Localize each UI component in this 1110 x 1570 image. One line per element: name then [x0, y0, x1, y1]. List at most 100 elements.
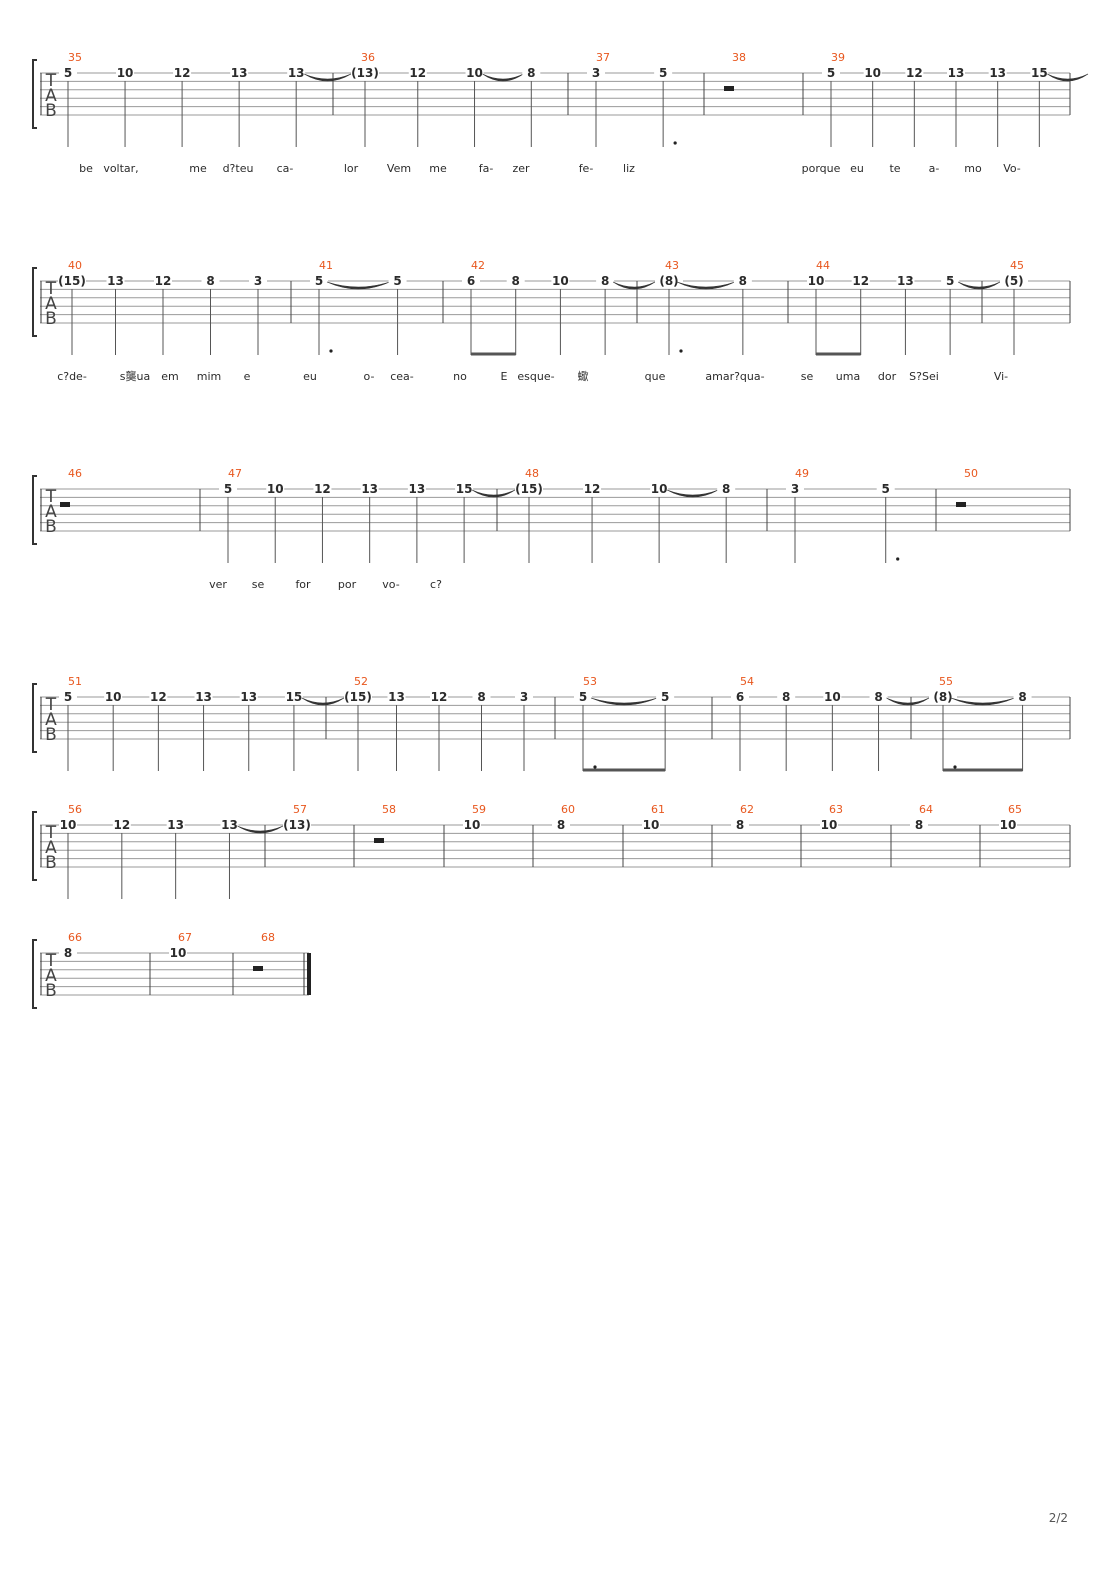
duration-dot [673, 141, 677, 145]
fret-backdrop [1030, 67, 1049, 78]
fret-backdrop [655, 275, 683, 286]
fret-backdrop [59, 947, 77, 958]
lyric-syllable: cea- [390, 370, 414, 383]
fret-number: 10 [464, 818, 481, 832]
fret-number: 5 [579, 690, 587, 704]
fret-backdrop [929, 691, 957, 702]
lyric-syllable: lor [344, 162, 359, 175]
fret-number: 5 [64, 690, 72, 704]
fret-number: 10 [60, 818, 77, 832]
measure-number: 35 [68, 51, 82, 64]
fret-number: 5 [882, 482, 890, 496]
fret-backdrop [650, 483, 669, 494]
fret-number: 8 [874, 690, 882, 704]
fret-number: 3 [520, 690, 528, 704]
fret-number: 10 [117, 66, 134, 80]
fret-backdrop [777, 691, 796, 702]
measure-number: 65 [1008, 803, 1022, 816]
tie-arc [326, 281, 390, 290]
measure-number: 53 [583, 675, 597, 688]
fret-backdrop [201, 275, 220, 286]
fret-number: 12 [155, 274, 172, 288]
fret-number: 13 [388, 690, 405, 704]
lyric-syllable: eu [303, 370, 317, 383]
fret-number: 8 [527, 66, 535, 80]
fret-number: 10 [864, 66, 881, 80]
fret-number: 8 [477, 690, 485, 704]
fret-backdrop [731, 819, 749, 830]
tab-clef-letter: B [45, 517, 57, 537]
fret-number: 3 [592, 66, 600, 80]
beam [816, 352, 861, 356]
lyric-syllable: uma [836, 370, 860, 383]
tab-clef-letter: B [45, 725, 57, 745]
fret-backdrop [731, 691, 749, 702]
fret-number: 13 [897, 274, 914, 288]
fret-number: 12 [906, 66, 923, 80]
lyric-syllable: no [453, 370, 467, 383]
fret-backdrop [310, 275, 328, 286]
tab-clef-letter: T [45, 695, 57, 715]
measure-number: 56 [68, 803, 82, 816]
tab-clef-letter: B [45, 101, 57, 121]
fret-number: 8 [512, 274, 520, 288]
lyric-syllable: me [429, 162, 447, 175]
tie-arc [1047, 73, 1089, 82]
lyric-syllable: e [244, 370, 251, 383]
lyric-syllable: te [889, 162, 900, 175]
fret-backdrop [360, 483, 379, 494]
lyric-syllable: mo [964, 162, 982, 175]
fret-backdrop [654, 67, 673, 78]
lyric-syllable: porque [802, 162, 841, 175]
tie-arc [950, 697, 1015, 706]
lyric-syllable: be [79, 162, 93, 175]
fret-backdrop [104, 691, 123, 702]
fret-backdrop [1013, 691, 1032, 702]
measure-number: 45 [1010, 259, 1024, 272]
fret-number: 13 [361, 482, 378, 496]
fret-backdrop [266, 483, 285, 494]
whole-rest [60, 502, 70, 507]
lyric-syllable: esque- [517, 370, 554, 383]
measure-number: 68 [261, 931, 275, 944]
fret-number: 13 [107, 274, 124, 288]
fret-number: 13 [240, 690, 257, 704]
tie-arc [301, 697, 345, 706]
fret-number: 13 [167, 818, 184, 832]
fret-backdrop [807, 275, 825, 286]
fret-backdrop [999, 819, 1017, 830]
measure-number: 36 [361, 51, 375, 64]
duration-dot [896, 557, 900, 561]
fret-backdrop [194, 691, 213, 702]
fret-backdrop [154, 275, 172, 286]
page-number: 2/2 [1048, 1511, 1068, 1525]
system-bracket [32, 683, 37, 753]
fret-backdrop [823, 691, 842, 702]
fret-number: 10 [824, 690, 841, 704]
measure-number: 66 [68, 931, 82, 944]
fret-number: 8 [739, 274, 747, 288]
whole-rest [374, 838, 384, 843]
tab-clef-letter: T [45, 823, 57, 843]
fret-number: 6 [736, 690, 744, 704]
tie-arc [482, 73, 524, 82]
fret-backdrop [344, 691, 372, 702]
fret-number: 3 [791, 482, 799, 496]
measure-number: 51 [68, 675, 82, 688]
fret-backdrop [941, 275, 960, 286]
fret-number: 10 [105, 690, 122, 704]
fret-backdrop [947, 67, 965, 78]
fret-backdrop [387, 691, 406, 702]
measure-number: 41 [319, 259, 333, 272]
fret-backdrop [896, 275, 915, 286]
beam [583, 768, 666, 772]
fret-backdrop [220, 819, 239, 830]
fret-backdrop [552, 819, 570, 830]
fret-number: 5 [827, 66, 835, 80]
tab-clef-letter: A [45, 838, 57, 858]
